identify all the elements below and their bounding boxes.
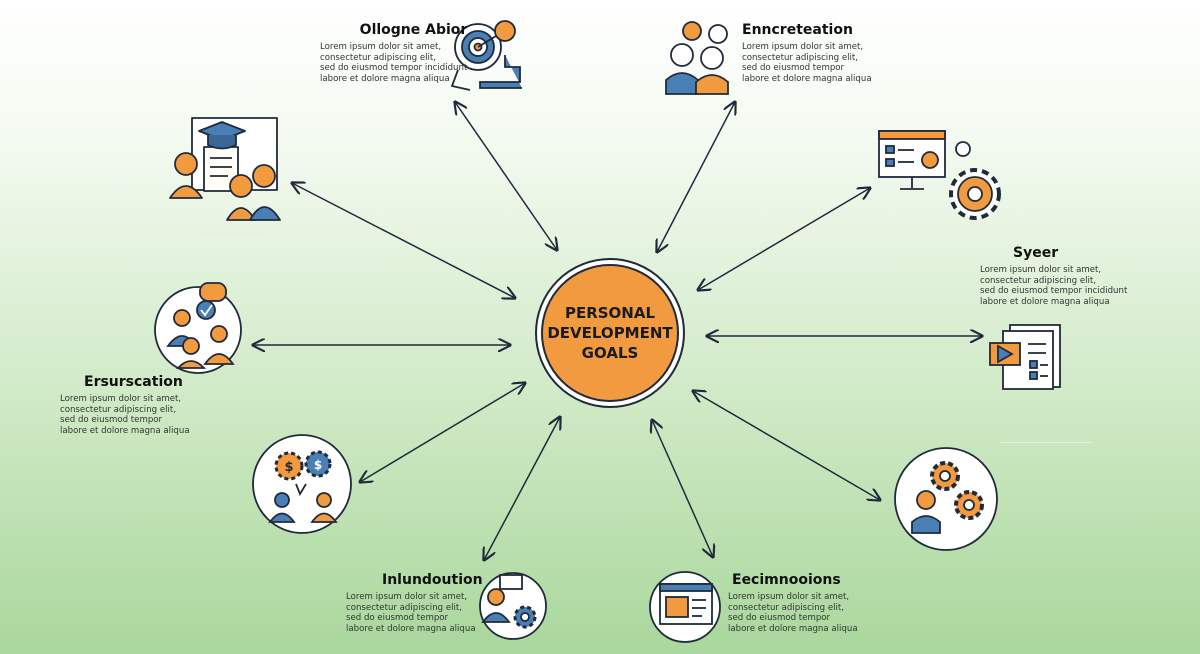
node-desc-line: consectetur adipiscing elit, bbox=[320, 52, 436, 63]
arrow-bottom-left bbox=[484, 417, 560, 560]
node-desc-line: Lorem ipsum dolor sit amet, bbox=[728, 592, 850, 602]
node-desc-line: sed do eiusmod tempor incididunt bbox=[320, 63, 468, 73]
label-block-right: Syeer Lorem ipsum dolor sit amet, consec… bbox=[980, 245, 1127, 307]
connector-arrows bbox=[253, 102, 982, 560]
node-desc-line: Lorem ipsum dolor sit amet, bbox=[742, 42, 864, 52]
label-block-bottom-left: Inlundoution Lorem ipsum dolor sit amet,… bbox=[346, 572, 483, 634]
center-line-2: DEVELOPMENT bbox=[547, 324, 673, 342]
arrow-top-right bbox=[657, 102, 735, 252]
center-line-1: PERSONAL bbox=[565, 304, 656, 322]
arrow-upper-left bbox=[292, 183, 515, 298]
document-icon bbox=[989, 324, 1061, 390]
node-desc-line: consectetur adipiscing elit, bbox=[60, 404, 176, 415]
monitor-gear-icon bbox=[878, 130, 1001, 220]
node-desc-line: sed do eiusmod tempor bbox=[742, 63, 845, 73]
node-desc-line: consectetur adipiscing elit, bbox=[742, 52, 858, 63]
graduation-cap-icon bbox=[169, 117, 281, 221]
person-gear-icon bbox=[479, 572, 547, 640]
node-desc-line: sed do eiusmod tempor bbox=[728, 613, 831, 623]
label-block-left: Ersurscation Lorem ipsum dolor sit amet,… bbox=[60, 374, 190, 436]
label-block-top-right: Enncreteation Lorem ipsum dolor sit amet… bbox=[742, 22, 872, 84]
label-block-bottom-right: Eecimnooions Lorem ipsum dolor sit amet,… bbox=[728, 572, 858, 634]
node-desc-line: labore et dolore magna aliqua bbox=[346, 623, 476, 634]
node-title: Syeer bbox=[1013, 245, 1059, 261]
label-block-top-left: Ollogne Abior Lorem ipsum dolor sit amet… bbox=[320, 22, 467, 84]
node-desc-line: sed do eiusmod tempor bbox=[60, 415, 163, 425]
gears-person-icon bbox=[894, 447, 998, 551]
node-desc-line: sed do eiusmod tempor bbox=[346, 613, 449, 623]
node-desc-line: labore et dolore magna aliqua bbox=[742, 73, 872, 84]
arrow-lower-right bbox=[693, 391, 880, 500]
team-icon bbox=[665, 21, 729, 95]
node-desc-line: Lorem ipsum dolor sit amet, bbox=[346, 592, 468, 602]
node-desc-line: Lorem ipsum dolor sit amet, bbox=[60, 394, 182, 404]
svg-text:$: $ bbox=[314, 458, 322, 472]
node-desc-line: consectetur adipiscing elit, bbox=[980, 275, 1096, 286]
node-title: Ersurscation bbox=[84, 374, 183, 390]
node-title: Eecimnooions bbox=[732, 572, 841, 588]
center-line-3: GOALS bbox=[582, 344, 639, 362]
chat-group-icon bbox=[154, 282, 242, 374]
node-desc-line: labore et dolore magna aliqua bbox=[980, 296, 1110, 307]
node-desc-line: Lorem ipsum dolor sit amet, bbox=[320, 42, 442, 52]
divider bbox=[200, 233, 270, 234]
divider bbox=[1000, 442, 1092, 443]
target-icon bbox=[450, 20, 522, 91]
node-title: Ollogne Abior bbox=[359, 22, 468, 38]
node-desc-line: labore et dolore magna aliqua bbox=[728, 623, 858, 634]
node-desc-line: consectetur adipiscing elit, bbox=[728, 602, 844, 613]
arrow-bottom-right bbox=[652, 420, 713, 557]
arrow-lower-left bbox=[360, 383, 525, 482]
arrow-upper-right bbox=[698, 188, 870, 290]
node-desc-line: labore et dolore magna aliqua bbox=[320, 73, 450, 84]
node-desc-line: labore et dolore magna aliqua bbox=[60, 425, 190, 436]
svg-text:$: $ bbox=[284, 460, 293, 475]
node-title: Enncreteation bbox=[742, 22, 853, 38]
node-desc-line: sed do eiusmod tempor incididunt bbox=[980, 286, 1128, 296]
center-goal-circle: PERSONAL DEVELOPMENT GOALS bbox=[535, 258, 685, 408]
arrow-top-left bbox=[455, 102, 557, 250]
node-desc-line: Lorem ipsum dolor sit amet, bbox=[980, 265, 1102, 275]
browser-window-icon bbox=[649, 571, 721, 643]
node-title: Inlundoution bbox=[382, 572, 483, 588]
node-desc-line: consectetur adipiscing elit, bbox=[346, 602, 462, 613]
dollar-gears-icon: $ $ bbox=[252, 434, 352, 534]
